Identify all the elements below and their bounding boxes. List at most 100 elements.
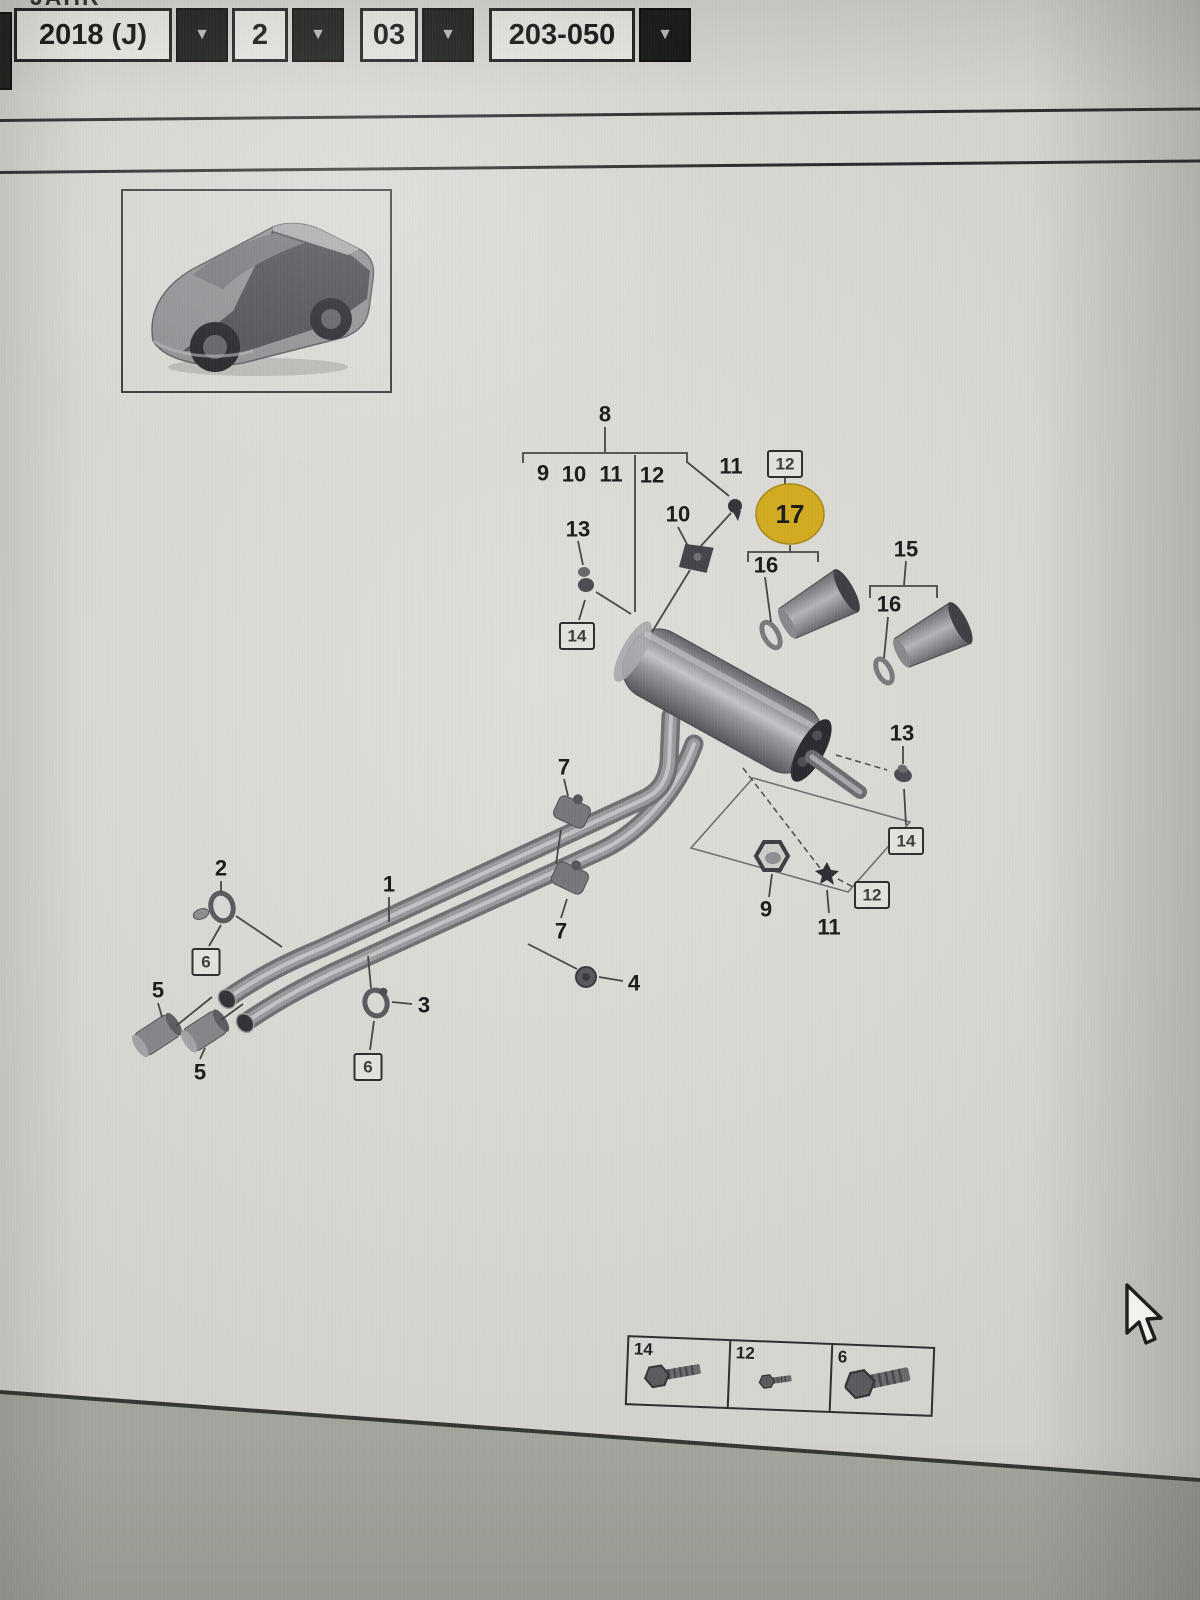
svg-text:12: 12	[863, 886, 882, 905]
svg-text:1: 1	[383, 872, 395, 897]
pipe-sleeve	[131, 1012, 183, 1058]
tip-clamp-ring-left	[759, 619, 783, 651]
year-value[interactable]: 2018 (J)	[14, 8, 172, 62]
nut-with-washer	[894, 764, 912, 783]
svg-text:6: 6	[363, 1058, 372, 1077]
part-callout-7[interactable]: 7	[558, 755, 570, 780]
part-callout-2[interactable]: 2	[215, 856, 227, 881]
main-group-value[interactable]: 03	[360, 8, 418, 62]
svg-text:11: 11	[817, 915, 840, 940]
screw	[728, 499, 742, 521]
part-callout-4[interactable]: 4	[628, 971, 641, 996]
part-callout-14[interactable]: 14	[888, 827, 924, 855]
main-exhaust-pipes	[217, 706, 704, 1034]
svg-text:9: 9	[537, 461, 549, 486]
svg-text:16: 16	[754, 553, 778, 578]
part-callout-1[interactable]: 1	[383, 872, 395, 897]
tailpipe-tip-left	[777, 568, 860, 639]
part-callout-10[interactable]: 10	[562, 462, 586, 487]
mouse-cursor	[1125, 1283, 1163, 1345]
part-callout-5[interactable]: 5	[152, 978, 164, 1003]
chevron-down-icon[interactable]: ▼	[176, 8, 228, 62]
legend-item-12[interactable]: 12	[726, 1341, 832, 1411]
rear-muffler	[613, 621, 832, 782]
part-callout-15[interactable]: 15	[894, 537, 918, 562]
chevron-down-icon[interactable]: ▼	[292, 8, 344, 62]
part-callout-17[interactable]: 17	[755, 483, 825, 545]
part-callout-12[interactable]: 12	[640, 463, 664, 488]
clamp-wedge	[678, 543, 714, 573]
svg-text:16: 16	[877, 592, 901, 617]
part-callout-8[interactable]: 8	[599, 402, 611, 427]
chevron-down-icon[interactable]: ▼	[422, 8, 474, 62]
suv-image	[151, 222, 375, 376]
part-callout-3[interactable]: 3	[418, 993, 430, 1018]
part-callout-7[interactable]: 7	[555, 919, 567, 944]
svg-text:9: 9	[760, 897, 772, 922]
svg-text:15: 15	[894, 537, 918, 562]
part-callout-11[interactable]: 11	[599, 462, 622, 487]
clamp	[552, 794, 592, 829]
svg-text:6: 6	[201, 953, 210, 972]
dashed-leaders	[742, 754, 888, 889]
part-callout-12[interactable]: 12	[767, 450, 803, 478]
svg-text:7: 7	[555, 919, 567, 944]
part-callout-16[interactable]: 16	[877, 592, 901, 617]
svg-text:2: 2	[215, 856, 227, 881]
partial-left-control	[0, 12, 12, 90]
part-callout-14[interactable]: 14	[559, 622, 595, 650]
vehicle-thumbnail	[121, 189, 392, 393]
svg-text:14: 14	[897, 832, 916, 851]
clamp	[362, 987, 390, 1019]
part-callout-6[interactable]: 6	[191, 948, 221, 976]
selection-toolbar: JAHR 2018 (J) ▼ 2 ▼ 03 ▼ 203-050 ▼	[0, 0, 1200, 119]
tail-stub-highlight	[809, 754, 863, 795]
part-callout-5[interactable]: 5	[194, 1060, 206, 1085]
year-selector[interactable]: 2018 (J) ▼	[14, 8, 228, 62]
part-callout-9[interactable]: 9	[537, 461, 549, 486]
part-callout-16[interactable]: 16	[754, 553, 778, 578]
washer	[192, 908, 210, 920]
part-callout-12[interactable]: 12	[854, 881, 890, 909]
part-callout-11[interactable]: 11	[817, 915, 840, 940]
year-column-label: JAHR	[30, 0, 101, 11]
nut-with-washer	[578, 567, 594, 592]
svg-text:13: 13	[566, 517, 590, 542]
nut	[575, 966, 597, 988]
part-callout-13[interactable]: 13	[890, 721, 914, 746]
svg-text:13: 13	[890, 721, 914, 746]
illustration-value[interactable]: 203-050	[489, 8, 635, 62]
svg-text:11: 11	[599, 462, 622, 487]
tip-clamp-ring-right	[873, 656, 895, 686]
illustration-selector[interactable]: 203-050 ▼	[489, 8, 691, 62]
svg-text:5: 5	[152, 978, 164, 1003]
screw	[815, 862, 839, 885]
clamp	[208, 890, 236, 924]
svg-text:4: 4	[628, 971, 641, 996]
main-group-selector[interactable]: 03 ▼	[360, 8, 474, 62]
part-callout-6[interactable]: 6	[353, 1053, 383, 1081]
body-type-selector[interactable]: 2 ▼	[232, 8, 344, 62]
svg-text:10: 10	[562, 462, 586, 487]
part-callout-10[interactable]: 10	[666, 502, 690, 527]
chevron-down-icon[interactable]: ▼	[639, 8, 691, 62]
body-type-value[interactable]: 2	[232, 8, 288, 62]
clamp	[550, 860, 590, 895]
fastener-legend: 14 12 6	[624, 1335, 936, 1417]
hex-bolt-icon	[643, 1364, 701, 1389]
svg-text:14: 14	[568, 627, 587, 646]
legend-item-6[interactable]: 6	[828, 1344, 934, 1415]
part-callout-11[interactable]: 11	[719, 454, 742, 479]
hex-bolt-icon	[843, 1367, 911, 1400]
svg-text:11: 11	[719, 454, 742, 479]
svg-text:8: 8	[599, 402, 611, 427]
leader-lines	[157, 427, 938, 1060]
part-callout-13[interactable]: 13	[566, 517, 590, 542]
legend-item-14[interactable]: 14	[627, 1337, 729, 1407]
svg-text:3: 3	[418, 993, 430, 1018]
svg-text:7: 7	[558, 755, 570, 780]
part-callout-9[interactable]: 9	[760, 897, 772, 922]
svg-text:17: 17	[776, 499, 805, 529]
